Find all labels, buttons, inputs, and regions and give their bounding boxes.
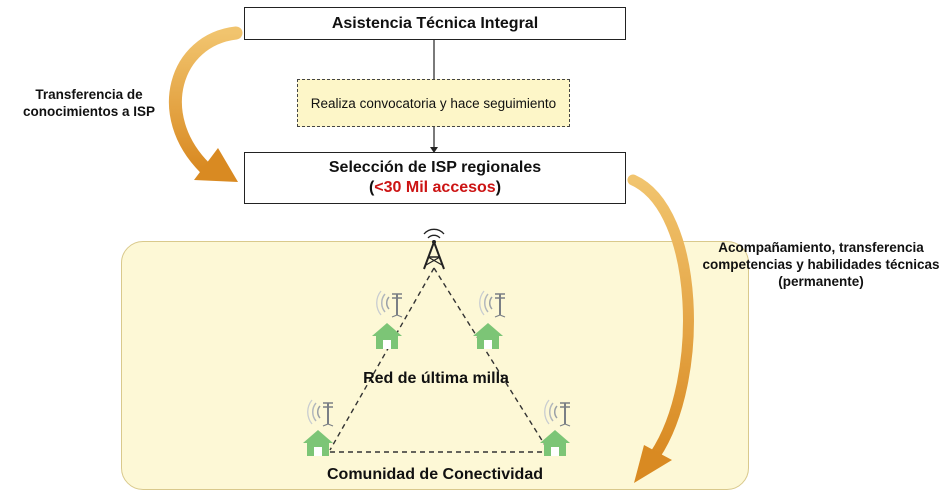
call-box-label: Realiza convocatoria y hace seguimiento [310,95,557,111]
house-icon [473,323,503,349]
house-icon [540,430,570,456]
network-links [329,267,549,453]
tower-icon [423,228,445,270]
call-box: Realiza convocatoria y hace seguimiento [297,79,570,127]
right-curved-arrow [627,174,694,483]
selection-box-subtitle: (<30 Mil accesos) [369,178,501,198]
left-curved-arrow [168,26,243,182]
paren-open: ( [368,179,375,196]
accompaniment-label: Acompañamiento, transferencia competenci… [702,240,940,289]
selection-box: Selección de ISP regionales (<30 Mil acc… [244,152,626,204]
network-label: Red de última milla [363,370,509,387]
title-box: Asistencia Técnica Integral [244,7,626,40]
title-box-label: Asistencia Técnica Integral [331,14,539,32]
wifi-antenna-icon [306,399,334,427]
house-icon [303,430,333,456]
connector-arrowhead [430,147,438,153]
community-label: Comunidad de Conectividad [326,466,543,483]
house-icon [372,323,402,349]
knowledge-transfer-label: Transferencia de conocimientos a ISP [22,87,156,119]
selection-box-label: Selección de ISP regionales [328,159,542,176]
wifi-antenna-icon [375,290,403,318]
paren-close: ) [495,179,502,196]
wifi-antenna-icon [543,399,571,427]
wifi-antenna-icon [478,290,506,318]
access-limit-label: <30 Mil accesos [374,179,496,196]
